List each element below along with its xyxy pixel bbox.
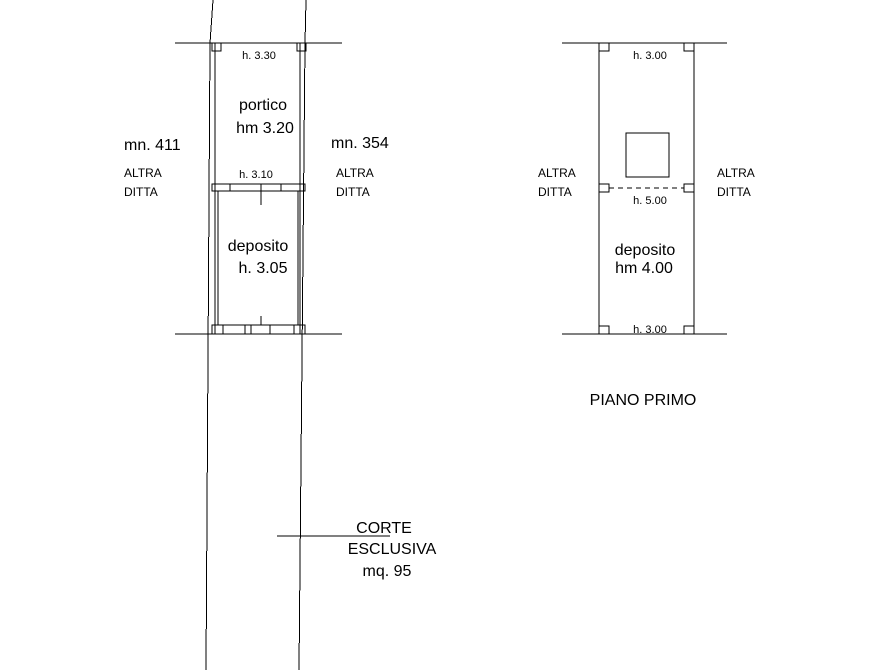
ground-h-top-label: h. 3.30: [242, 50, 276, 62]
ff-h-mid-label: h. 5.00: [633, 195, 667, 207]
ground-h-mid-label: h. 3.10: [239, 169, 273, 181]
ff-right-neighbor-line2: DITTA: [717, 185, 751, 199]
ff-left-neighbor-line1: ALTRA: [538, 166, 576, 180]
corte-line2: ESCLUSIVA: [348, 541, 437, 558]
ff-left-neighbor-line2: DITTA: [538, 185, 572, 199]
left-parcel-line2: DITTA: [124, 185, 158, 199]
boundary-line-left-long: [205, 42, 211, 670]
partition-pillar-left: [211, 183, 231, 192]
ff-pillar-mid-left: [598, 183, 610, 193]
corte-line3: mq. 95: [363, 563, 412, 580]
boundary-line-right-top: [304, 0, 307, 44]
deposito-height-label: h. 3.05: [239, 260, 288, 277]
corte-annotation: CORTE ESCLUSIVA mq. 95: [277, 520, 437, 580]
bottom-pillar-mid-left: [244, 324, 252, 335]
ff-deposito-height-label: hm 4.00: [615, 260, 673, 277]
ff-pillar-mid-right: [683, 183, 695, 193]
corte-line1: CORTE: [356, 520, 412, 537]
left-parcel-line1: ALTRA: [124, 166, 162, 180]
ff-title: PIANO PRIMO: [590, 392, 697, 409]
ff-skylight: [625, 132, 670, 178]
bottom-pillar-right: [293, 324, 306, 335]
right-parcel-line1: ALTRA: [336, 166, 374, 180]
pillar-top-left: [211, 42, 222, 52]
ff-pillar-bottom-left: [598, 325, 610, 335]
boundary-line-right-long: [298, 42, 306, 670]
partition-pillar-right: [280, 183, 306, 192]
pillar-top-right: [296, 42, 307, 52]
bottom-door-frame: [250, 324, 271, 335]
left-parcel-number: mn. 411: [124, 137, 181, 154]
ff-pillar-top-left: [598, 42, 610, 52]
ff-h-bottom-label: h. 3.00: [633, 324, 667, 336]
first-floor-plan: h. 3.00 h. 5.00 deposito hm 4.00 h. 3.00…: [538, 42, 755, 409]
deposito-label: deposito: [228, 238, 289, 255]
portico-label: portico: [239, 97, 287, 114]
bottom-pillar-left: [211, 324, 224, 335]
ff-pillar-bottom-right: [683, 325, 695, 335]
ff-pillar-top-right: [683, 42, 695, 52]
portico-height-label: hm 3.20: [236, 120, 294, 137]
right-parcel-line2: DITTA: [336, 185, 370, 199]
ff-h-top-label: h. 3.00: [633, 50, 667, 62]
ground-floor-plan: h. 3.30 portico hm 3.20 h. 3.10 deposito…: [124, 0, 389, 670]
ff-deposito-label: deposito: [615, 242, 676, 259]
boundary-line-left-top: [209, 0, 214, 44]
right-parcel-number: mn. 354: [331, 135, 389, 152]
ff-right-neighbor-line1: ALTRA: [717, 166, 755, 180]
